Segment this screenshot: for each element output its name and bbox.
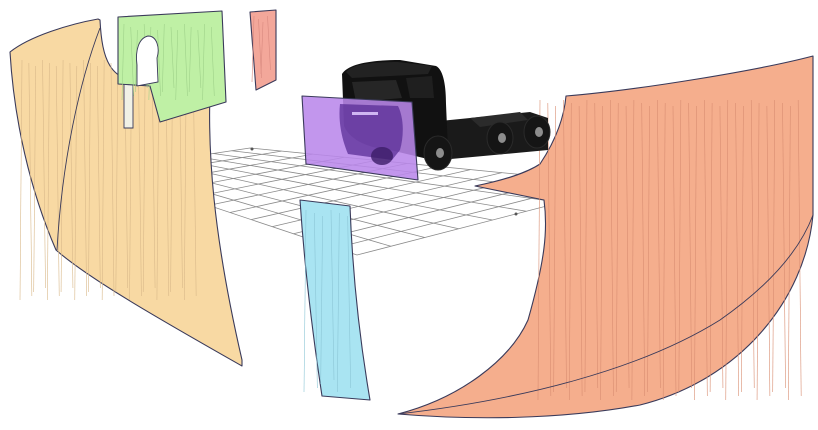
truck-side-window <box>406 76 434 98</box>
truck-front-hub <box>436 148 444 158</box>
top-small-mirror-panel <box>250 10 276 90</box>
truck-rear-hub-1 <box>498 133 506 143</box>
truck-rear-hub-2 <box>535 127 543 137</box>
grid-marker-right <box>515 213 518 216</box>
grid-marker-back <box>251 148 254 151</box>
front-mirror-grille <box>352 112 378 115</box>
front-mirror-panel <box>302 96 418 180</box>
right-mirror-panel <box>398 56 813 418</box>
upper-left-mirror-silhouette <box>136 36 158 86</box>
right-mirror-surface <box>398 56 813 418</box>
front-mirror-wheel-reflection <box>371 147 393 165</box>
